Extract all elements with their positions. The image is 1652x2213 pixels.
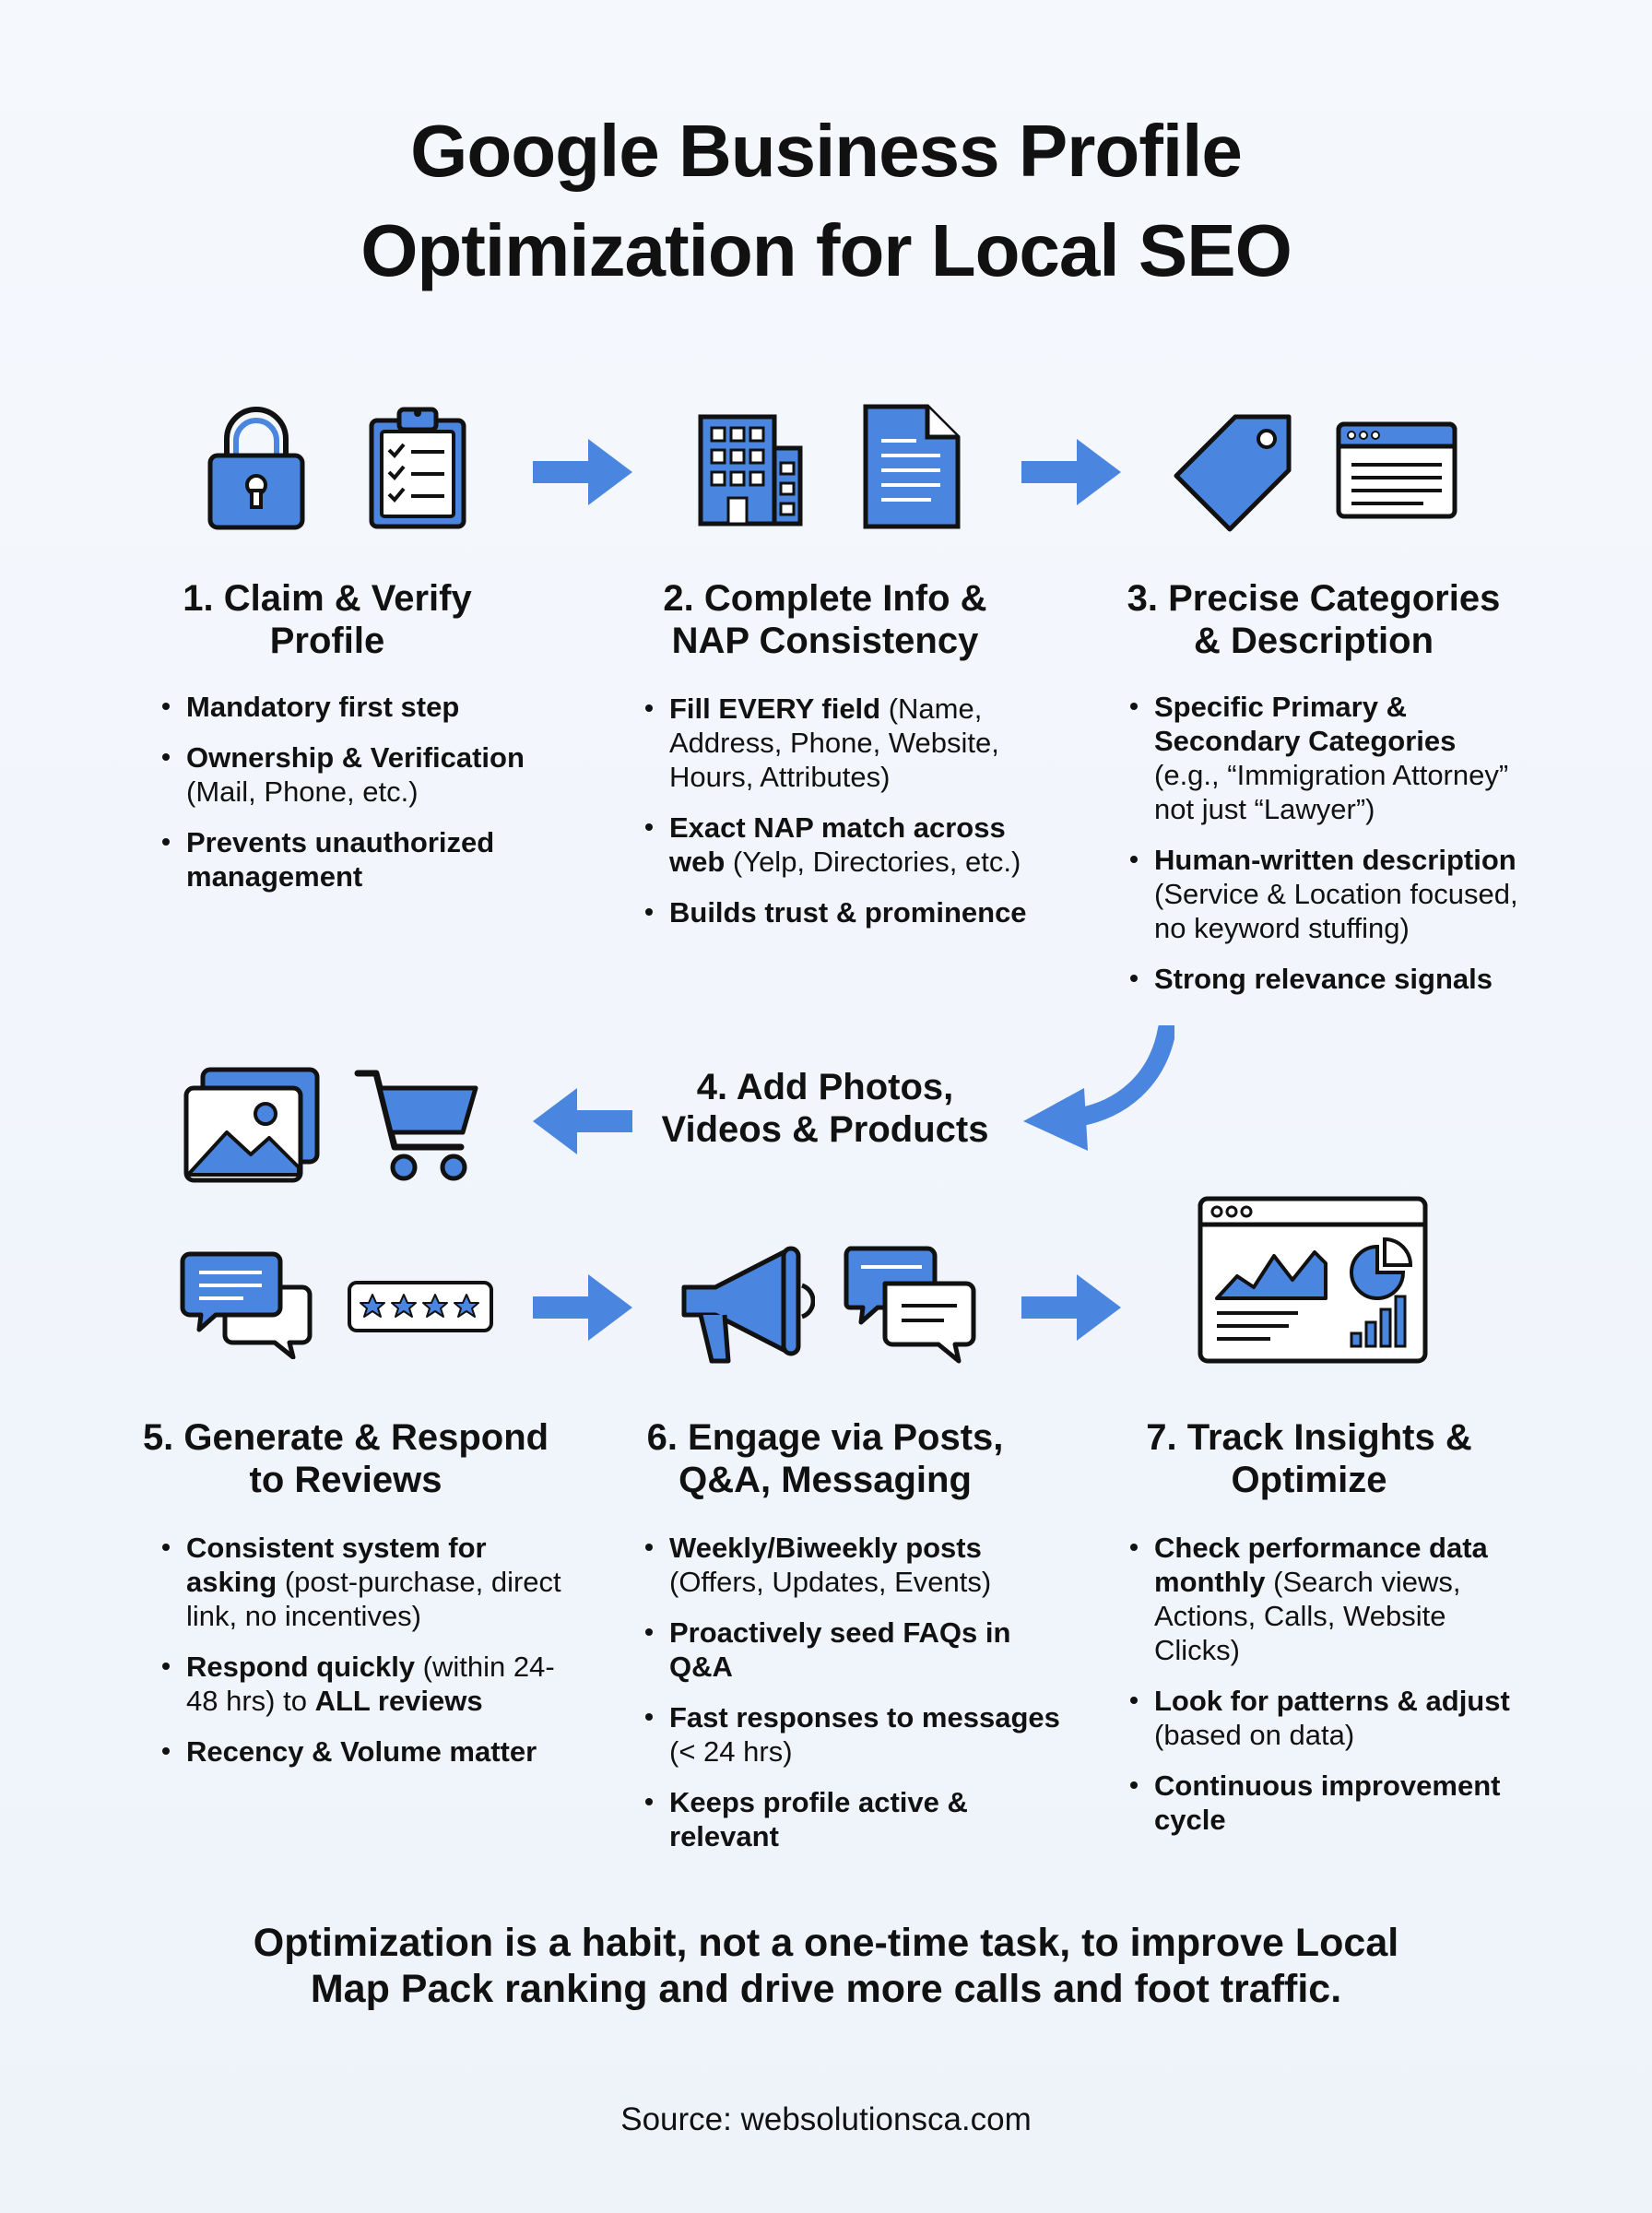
list-item: Check performance data monthly (Search v… [1127, 1531, 1525, 1667]
step-5-title: 5. Generate & Respond to Reviews [142, 1417, 549, 1500]
shopping-cart-icon [354, 1070, 478, 1181]
list-item: Weekly/Biweekly posts (Offers, Updates, … [642, 1531, 1075, 1599]
left-arrow-icon [533, 1088, 632, 1154]
footer-summary: Optimization is a habit, not a one-time … [253, 1921, 1399, 2011]
list-item: Look for patterns & adjust (based on dat… [1127, 1684, 1525, 1752]
page-title: Google Business Profile Optimization for… [0, 101, 1652, 301]
office-building-icon [698, 414, 803, 527]
step-4-title: 4. Add Photos, Videos & Products [661, 1067, 989, 1150]
step-7-bullets: Check performance data monthly (Search v… [1127, 1531, 1525, 1853]
analytics-dashboard-icon [1198, 1196, 1428, 1364]
step-3-bullets: Specific Primary & Secondary Categories … [1127, 690, 1525, 1012]
right-arrow-icon [533, 1274, 632, 1341]
clipboard-checklist-icon [369, 407, 466, 529]
megaphone-icon [681, 1246, 815, 1364]
photo-gallery-icon [183, 1067, 320, 1183]
step-6-bullets: Weekly/Biweekly posts (Offers, Updates, … [642, 1531, 1075, 1870]
title-line-1: Google Business Profile [410, 110, 1243, 192]
right-arrow-icon [1021, 1274, 1121, 1341]
list-item: Builds trust & prominence [642, 895, 1029, 929]
tag-icon [1174, 414, 1292, 532]
list-item: Mandatory first step [159, 690, 527, 724]
list-item: Continuous improvement cycle [1127, 1769, 1525, 1837]
list-item: Strong relevance signals [1127, 962, 1525, 996]
right-arrow-icon [533, 439, 632, 505]
step-5-bullets: Consistent system for asking (post-purch… [159, 1531, 573, 1785]
step-2-bullets: Fill EVERY field (Name, Address, Phone, … [642, 692, 1029, 946]
star-rating-icon [348, 1281, 493, 1332]
step-3-title: 3. Precise Categories & Description [1127, 578, 1501, 661]
step-1-bullets: Mandatory first step Ownership & Verific… [159, 690, 527, 910]
message-bubbles-icon [844, 1246, 976, 1364]
step-6-title: 6. Engage via Posts, Q&A, Messaging [646, 1417, 1004, 1500]
list-item: Ownership & Verification (Mail, Phone, e… [159, 740, 527, 809]
curved-arrow-icon [1023, 1025, 1174, 1151]
list-item: Prevents unauthorized management [159, 825, 527, 893]
step-2-title: 2. Complete Info & NAP Consistency [663, 578, 987, 661]
list-item: Proactively seed FAQs in Q&A [642, 1615, 1075, 1684]
list-item: Respond quickly (within 24-48 hrs) to AL… [159, 1650, 573, 1718]
list-item: Exact NAP match across web (Yelp, Direct… [642, 811, 1029, 879]
step-1-title: 1. Claim & Verify Profile [183, 578, 472, 661]
list-item: Keeps profile active & relevant [642, 1785, 1075, 1853]
title-line-2: Optimization for Local SEO [360, 209, 1292, 291]
list-item: Recency & Volume matter [159, 1734, 573, 1769]
list-item: Specific Primary & Secondary Categories … [1127, 690, 1525, 826]
list-item: Consistent system for asking (post-purch… [159, 1531, 573, 1633]
list-item: Fast responses to messages (< 24 hrs) [642, 1700, 1075, 1769]
step-7-title: 7. Track Insights & Optimize [1146, 1417, 1472, 1500]
lock-icon [207, 407, 305, 530]
right-arrow-icon [1021, 439, 1121, 505]
document-icon [863, 404, 961, 529]
source-credit: Source: websolutionsca.com [620, 2101, 1032, 2137]
list-item: Human-written description (Service & Loc… [1127, 843, 1525, 945]
list-item: Fill EVERY field (Name, Address, Phone, … [642, 692, 1029, 794]
chat-bubbles-icon [180, 1251, 313, 1359]
browser-window-icon [1336, 421, 1457, 519]
